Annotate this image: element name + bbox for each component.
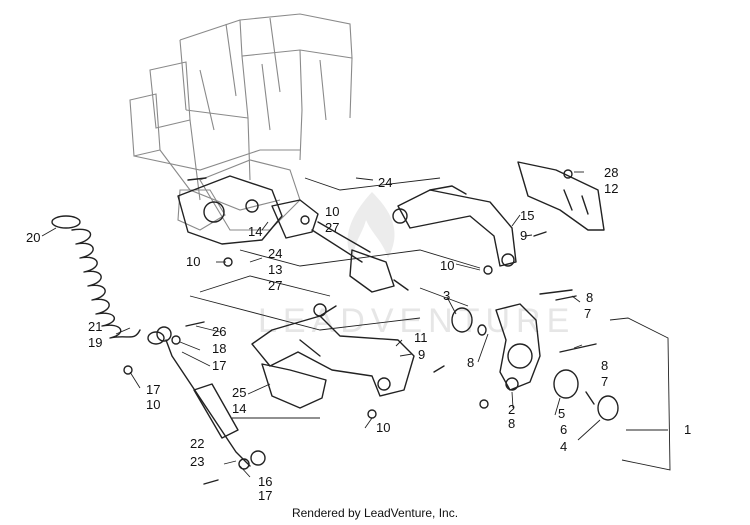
shock-absorber: [156, 326, 266, 470]
knuckle: [495, 303, 541, 391]
callout-8-upper: 8: [586, 290, 593, 305]
callout-26: 26: [212, 324, 226, 339]
callout-12: 12: [604, 181, 618, 196]
callout-2: 2: [508, 402, 515, 417]
callout-3: 3: [443, 288, 450, 303]
callout-19: 19: [88, 335, 102, 350]
callout-4: 4: [560, 439, 567, 454]
callout-22: 22: [190, 436, 204, 451]
callout-11: 11: [414, 330, 428, 345]
callout-24-top: 24: [378, 175, 392, 190]
callout-14-upper: 14: [248, 224, 262, 239]
callout-20: 20: [26, 230, 40, 245]
frame-assembly: [129, 13, 353, 231]
callout-27-mid: 27: [268, 278, 282, 293]
callout-10-left: 10: [186, 254, 200, 269]
callout-6: 6: [560, 422, 567, 437]
callout-28: 28: [604, 165, 618, 180]
callout-17-bottom: 17: [258, 488, 272, 503]
upper-a-arm: [392, 185, 517, 267]
callout-17-shock: 17: [146, 382, 160, 397]
watermark-flame-icon: [347, 192, 395, 262]
callout-24-mid: 24: [268, 246, 282, 261]
callout-8-bottom: 8: [508, 416, 515, 431]
drive-shaft: [271, 199, 409, 293]
lower-a-arm: [251, 303, 415, 397]
assembly-guide-lines: [189, 177, 671, 471]
callout-21: 21: [88, 319, 102, 334]
callout-8-left: 8: [467, 355, 474, 370]
callout-16: 16: [258, 474, 272, 489]
footer-credit: Rendered by LeadVenture, Inc.: [291, 506, 459, 520]
callout-18: 18: [212, 341, 226, 356]
callout-5: 5: [558, 406, 565, 421]
callout-14-lower: 14: [232, 401, 246, 416]
callout-10-top: 10: [325, 204, 339, 219]
callout-9-lower: 9: [418, 347, 425, 362]
callout-15: 15: [520, 208, 534, 223]
callout-27-top: 27: [325, 220, 339, 235]
callout-23: 23: [190, 454, 204, 469]
callout-10-right: 10: [440, 258, 454, 273]
callout-9-upper: 9: [520, 228, 527, 243]
callout-25: 25: [232, 385, 246, 400]
callout-13: 13: [268, 262, 282, 277]
callout-8-mid: 8: [601, 358, 608, 373]
skid-plate: [517, 161, 605, 231]
a-arm-guard: [261, 363, 327, 409]
leader-lines: [41, 171, 668, 478]
callout-10-shock: 10: [146, 397, 160, 412]
fasteners: [123, 169, 577, 485]
gear-case: [177, 175, 283, 245]
callout-labels: 1 2 3 4 5 6 7 7 8 8 8 8 9 9 10 10 10 10 …: [26, 165, 691, 503]
bearing-hub: [451, 289, 619, 421]
callout-10-bottom: 10: [376, 420, 390, 435]
watermark: LEADVENTURE: [258, 302, 575, 340]
callout-7-upper: 7: [584, 306, 591, 321]
coil-spring: [51, 215, 165, 345]
callout-17-top: 17: [212, 358, 226, 373]
callout-7-lower: 7: [601, 374, 608, 389]
callout-1: 1: [684, 422, 691, 437]
